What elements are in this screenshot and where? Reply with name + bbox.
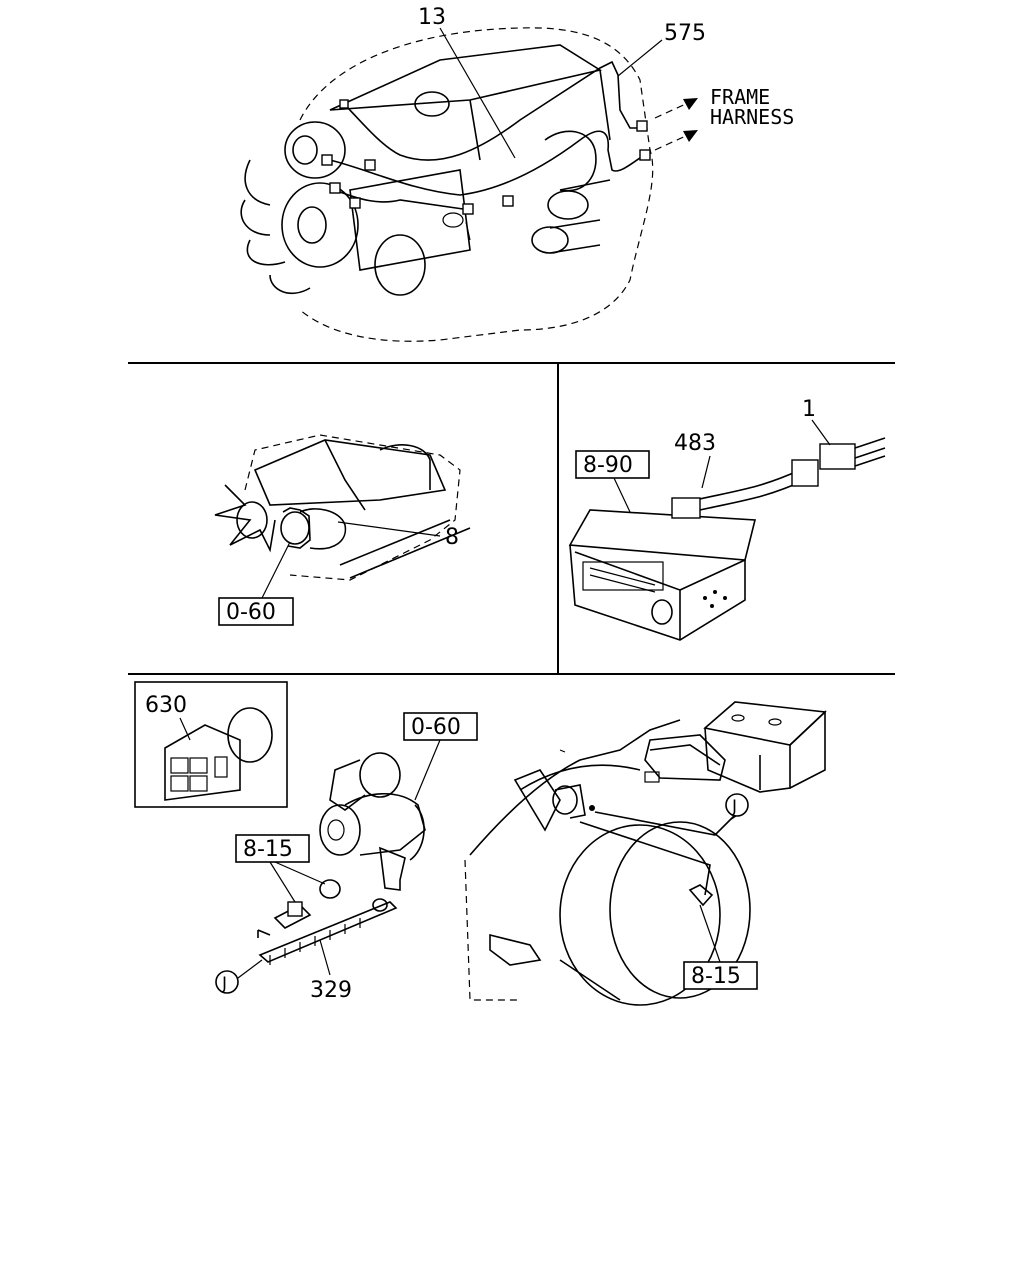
alternator-engine-outline <box>244 434 471 581</box>
bolt-nut-icon <box>273 879 341 929</box>
radio-unit-icon <box>568 509 757 641</box>
joint-marker-left <box>215 970 239 994</box>
callout-329: 329 <box>310 978 352 1003</box>
connector-630-inset <box>134 681 288 808</box>
ref-leader-8-15-a2 <box>274 861 326 885</box>
ref-box-8-90 <box>575 450 650 479</box>
callout-leader-630 <box>179 717 191 741</box>
callout-leader-483 <box>701 455 711 489</box>
battery-cable-route <box>559 749 736 907</box>
joint-j-right: J <box>731 797 737 817</box>
ref-leader-8-90 <box>613 477 631 513</box>
joint-leader-right <box>729 815 737 821</box>
engine-harness-panel: 13 575 FRAME HARNESS <box>240 5 794 342</box>
ref-8-15-b: 8-15 <box>691 964 741 989</box>
frame-harness-label-line2: HARNESS <box>710 105 794 129</box>
callout-leader-575 <box>617 39 663 77</box>
tire-icon <box>559 821 751 1006</box>
connector-1-icon <box>819 437 886 470</box>
ref-box-8-15-a <box>235 834 310 863</box>
callout-8: 8 <box>445 525 459 550</box>
callout-1: 1 <box>802 397 816 422</box>
chassis-illustration <box>464 719 681 1001</box>
ref-0-60-b: 0-60 <box>411 715 461 740</box>
battery-cable-329 <box>257 846 406 965</box>
joint-j-left: J <box>221 974 227 994</box>
callout-483: 483 <box>674 431 716 456</box>
starter-panel: 630 0-60 8-15 329 <box>134 681 478 1003</box>
alternator-icon <box>280 507 347 550</box>
ref-0-60-a: 0-60 <box>226 600 276 625</box>
ref-8-90: 8-90 <box>583 453 633 478</box>
callout-13: 13 <box>418 5 446 30</box>
ref-box-8-15-b <box>683 961 758 990</box>
ref-8-15-a: 8-15 <box>243 837 293 862</box>
starter-motor-icon <box>319 752 426 861</box>
battery-box-icon <box>644 701 827 793</box>
engine-illustration <box>240 27 654 342</box>
battery-panel: J 8-15 <box>464 701 827 1006</box>
callout-leader-329 <box>319 939 331 976</box>
frame-harness-arrows <box>654 98 698 151</box>
callout-575: 575 <box>664 21 706 46</box>
ref-leader-8-15-b <box>699 904 721 963</box>
ref-box-0-60-b <box>403 712 478 741</box>
callout-leader-1 <box>811 419 831 446</box>
callout-leader-8 <box>337 521 441 537</box>
joint-leader-left <box>237 959 263 979</box>
engine-wiring-harness <box>321 60 651 215</box>
callout-630: 630 <box>145 693 187 718</box>
alternator-panel: 8 0-60 <box>214 434 471 626</box>
ref-leader-0-60-a <box>261 541 291 599</box>
ref-box-0-60-a <box>218 597 294 626</box>
radio-panel: 483 1 8-90 <box>568 397 886 641</box>
joint-marker-right <box>725 793 749 817</box>
ref-leader-8-15-a1 <box>269 861 296 903</box>
ref-leader-0-60-b <box>414 739 441 801</box>
frame-harness-label-line1: FRAME <box>710 85 770 109</box>
callout-leader-13 <box>439 27 516 159</box>
radio-harness-483 <box>671 459 819 519</box>
cooling-fan-icon <box>214 484 276 553</box>
